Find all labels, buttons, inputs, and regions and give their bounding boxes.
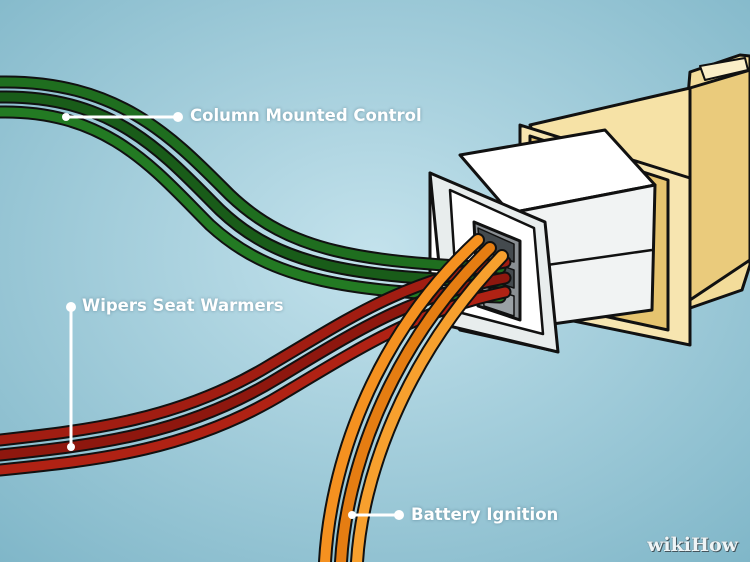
orange-wire-bundle (318, 233, 509, 562)
callout-pointer-column (62, 112, 183, 122)
wikihow-logo: wikiHow (647, 534, 738, 556)
column-mounted-control-label: Column Mounted Control (190, 106, 422, 125)
callout-pointer-battery (348, 510, 404, 520)
callout-pointer-wipers (66, 302, 76, 451)
green-wire-bundle (0, 75, 507, 304)
wikihow-watermark-text: wikiHow (647, 534, 738, 556)
wipers-seat-warmers-label: Wipers Seat Warmers (82, 296, 284, 315)
battery-ignition-label: Battery Ignition (411, 505, 559, 524)
